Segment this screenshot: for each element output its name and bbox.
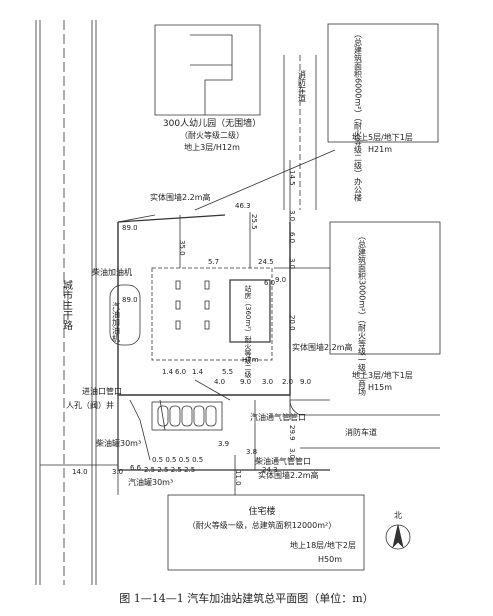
mall-height: H15m <box>368 383 392 392</box>
manhole-label: 人孔（阀）井 <box>66 400 114 410</box>
dim-line-463 <box>194 149 336 211</box>
kindergarten-texts: 300人幼儿园（无围墙） （耐火等级二级） 地上3层/H12m <box>163 117 261 152</box>
site-plan-drawing: 300人幼儿园（无围墙） （耐火等级二级） 地上3层/H12m 地上5层/地下1… <box>35 20 441 585</box>
residential-texts: 住宅楼 （耐火等级一级，总建筑面积12000m²） 地上18层/地下2层 H50… <box>188 505 356 564</box>
dispenser-island-left <box>109 284 141 346</box>
dim-line-89a <box>117 214 156 223</box>
pipe-1 <box>129 399 151 461</box>
dim-38: 3.8 <box>246 448 257 456</box>
kindergarten-notch <box>190 64 233 115</box>
dim-39: 3.9 <box>218 440 229 448</box>
pipe-3 <box>194 379 231 401</box>
tanks <box>157 405 217 427</box>
dim-350: 35.0 <box>178 240 186 256</box>
kindergarten-rating: （耐火等级二级） <box>180 130 244 140</box>
residential-rating: （耐火等级一级，总建筑面积12000m²） <box>188 520 336 530</box>
dim-299: 29.9 <box>288 425 296 441</box>
wall-top-label: 实体围墙2.2m高 <box>150 192 211 202</box>
dim-60c: 6.0 <box>175 368 186 376</box>
office-floors: 地上5层/地下1层 <box>352 132 413 142</box>
mall-building <box>329 221 441 355</box>
dim-243: 24.3 <box>262 466 278 474</box>
dim-05row: 0.5 0.5 0.5 0.5 <box>152 456 203 464</box>
dim-30b: 3.0 <box>288 258 296 269</box>
diesel-tank-label: 柴油罐30m³ <box>96 438 141 448</box>
wall-bottom <box>117 395 330 471</box>
dim-30a: 3.0 <box>288 210 296 221</box>
dim-14b: 1.4 <box>192 368 204 376</box>
residential-height: H50m <box>318 555 342 564</box>
station-vertical: 站房（360m²）耐火等级二级 <box>244 284 252 379</box>
dim-60b: 6.0 <box>264 279 275 287</box>
gasoline-dispenser-label: 汽油加油机 <box>112 301 121 343</box>
dim-200: 20.0 <box>288 315 296 331</box>
figure-caption: 图 1—14—1 汽车加油站建筑总平面图（单位：m） <box>119 592 374 605</box>
station-texts: 站房（360m²）耐火等级二级 H7m <box>242 284 259 379</box>
dim-245: 24.5 <box>258 258 274 266</box>
residential-floors: 地上18层/地下2层 <box>290 540 356 550</box>
station-height: H7m <box>242 356 259 364</box>
dim-90c: 9.0 <box>300 378 311 386</box>
gas-vent-label: 汽油通气管管口 <box>250 412 306 422</box>
dim-40: 4.0 <box>214 378 225 386</box>
dim-145: 14.5 <box>288 170 296 186</box>
wall-bottom-label: 实体围墙2.2m高 <box>258 470 319 480</box>
tank-area <box>151 401 223 431</box>
dispenser-3 <box>175 320 181 330</box>
dim-30c: 3.0 <box>262 378 273 386</box>
diesel-dispenser-label: 柴油加油机 <box>92 267 132 277</box>
station-building <box>229 279 271 343</box>
dim-30e: 3.0 <box>112 468 123 476</box>
dim-89b: 89.0 <box>122 296 138 304</box>
dispenser-4 <box>204 280 210 290</box>
pipe-2 <box>159 399 166 431</box>
dim-60a: 6.0 <box>288 232 296 243</box>
dim-90: 9.0 <box>275 276 286 284</box>
dim-30d: 3.0 <box>288 448 296 459</box>
dim-55: 5.5 <box>222 368 233 376</box>
dim-90b: 9.0 <box>240 378 251 386</box>
fire-lane-top-label: 消防车道 <box>298 69 307 103</box>
dim-14a: 1.4 <box>162 368 174 376</box>
station-wall <box>117 222 291 396</box>
dim-255: 25.5 <box>250 214 258 230</box>
dim-140: 14.0 <box>72 468 88 476</box>
gasoline-tank-label: 汽油罐30m³ <box>128 477 173 487</box>
mall-vertical: （总建筑面积3000m²）（耐火等级一级）商场 <box>358 232 367 396</box>
inlet-pipe-label: 进油口管口 <box>82 386 122 396</box>
fire-lane-bottom-label: 消防车道 <box>345 427 377 437</box>
main-road-label: 城市主干路 <box>61 280 73 331</box>
residential-name: 住宅楼 <box>248 505 275 517</box>
office-building <box>327 23 439 143</box>
dispenser-6 <box>204 320 210 330</box>
diesel-vent-label: 柴油通气管管口 <box>255 456 311 466</box>
north-arrow <box>392 524 404 549</box>
dispenser-5 <box>204 300 210 310</box>
kindergarten-outline <box>154 24 261 116</box>
dim-20: 2.0 <box>282 378 293 386</box>
wall-top-segment <box>117 214 226 223</box>
dim-66: 6.6 <box>130 464 142 472</box>
office-height: H21m <box>368 145 392 154</box>
wall-mid-label: 实体围墙2.2m高 <box>292 342 353 352</box>
mall-texts: 地上3层/地下1层 H15m （总建筑面积3000m²）（耐火等级一级）商场 <box>352 232 413 396</box>
kindergarten-inner <box>190 34 233 65</box>
dim-89a: 89.0 <box>122 224 138 232</box>
kindergarten-name: 300人幼儿园（无围墙） <box>163 117 261 129</box>
mall-floors: 地上3层/地下1层 <box>352 370 413 380</box>
office-texts: 地上5层/地下1层 H21m （总建筑面积6000m²）（耐火等级二级）办公楼 <box>352 30 413 202</box>
north-label: 北 <box>394 511 402 520</box>
office-vertical: （总建筑面积6000m²）（耐火等级二级）办公楼 <box>354 30 363 202</box>
dim-463: 46.3 <box>235 202 251 210</box>
dim-57: 5.7 <box>208 258 219 266</box>
dim-110: 11.0 <box>234 470 242 486</box>
canopy <box>151 267 273 361</box>
kindergarten-height: 地上3层/H12m <box>184 142 240 152</box>
dispenser-1 <box>175 280 181 290</box>
dimensions: 89.0 46.3 35.0 14.5 3.0 6.0 3.0 25.5 5.7… <box>72 170 311 486</box>
residential-building <box>167 494 365 571</box>
dim-25row: 2.5 2.5 2.5 2.5 <box>144 466 195 474</box>
dispenser-2 <box>175 300 181 310</box>
